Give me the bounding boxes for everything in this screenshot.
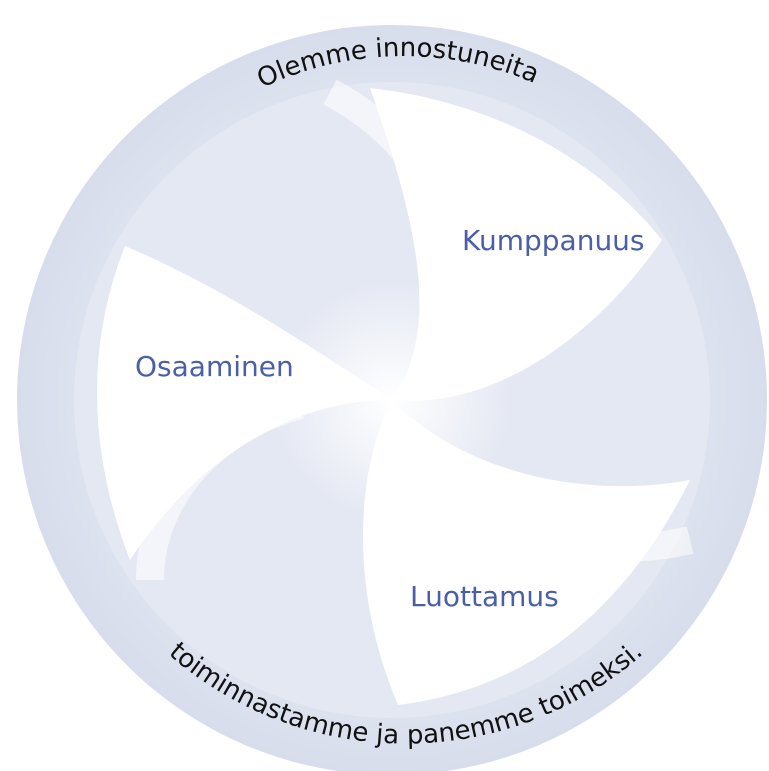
label-luottamus: Luottamus [410,580,559,613]
swirl-arc-left [136,391,304,581]
blade-top-right [370,88,662,401]
label-kumppanuus: Kumppanuus [462,224,645,257]
label-osaaminen: Osaaminen [135,350,294,383]
blade-bottom [363,400,690,705]
swirl-arc-top [323,79,460,304]
swirl-arc-right [459,470,694,562]
